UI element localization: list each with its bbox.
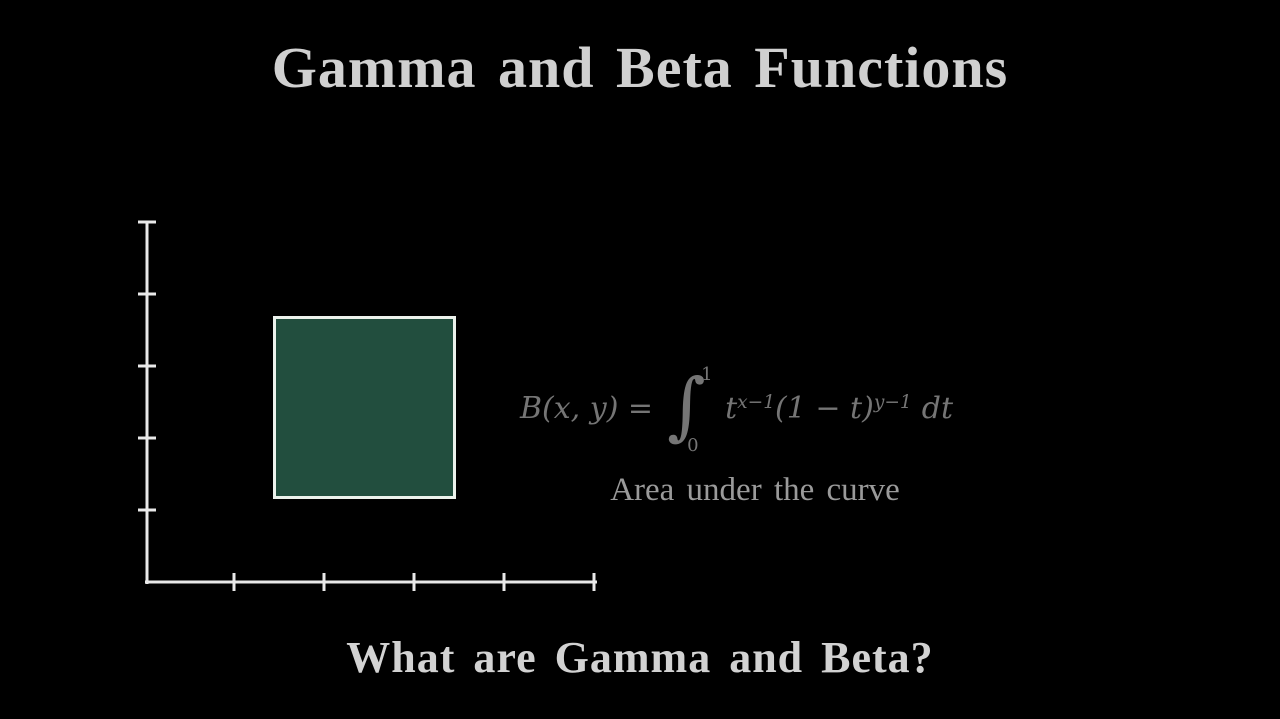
formula-lhs: B(x, y) =	[520, 390, 654, 426]
integral-glyph: ∫	[667, 363, 706, 449]
axes	[138, 220, 597, 591]
unit-square	[273, 316, 456, 499]
area-caption: Area under the curve	[610, 472, 900, 508]
integrand-t: t	[725, 390, 738, 426]
integrand-exp-y: y−1	[873, 392, 912, 414]
x-axis-ticks	[232, 573, 596, 591]
y-axis-ticks	[138, 220, 156, 512]
integral-upper-limit: 1	[701, 364, 713, 385]
page-title: Gamma and Beta Functions	[271, 35, 1009, 100]
integrand-exp-x: x−1	[737, 392, 776, 414]
formula-integrand: tx−1(1 − t)y−1 dt	[725, 391, 953, 426]
integrand-differential: dt	[921, 390, 953, 426]
subtitle-question: What are Gamma and Beta?	[346, 633, 934, 682]
beta-formula: B(x, y) = ∫ 1 0 tx−1(1 − t)y−1 dt	[520, 363, 953, 456]
integrand-one-minus-t: (1 − t)	[775, 390, 874, 426]
integral-lower-limit: 0	[687, 435, 699, 456]
integral-sign: ∫ 1 0	[667, 363, 725, 456]
